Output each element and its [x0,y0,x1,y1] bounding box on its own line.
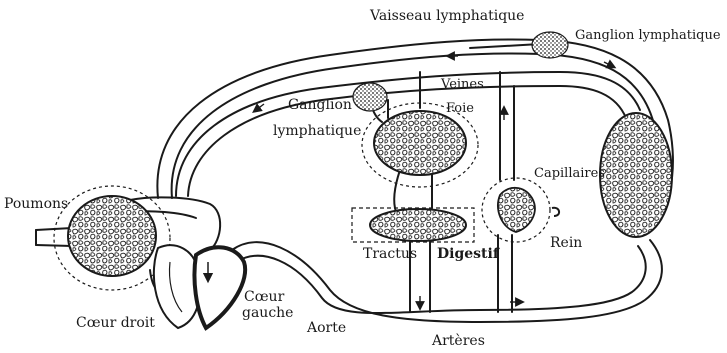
label-veines: Veines [441,78,484,91]
label-foie: Foie [446,102,474,115]
lymph-node-top [532,32,568,58]
label-capillaires: Capillaires [534,167,605,180]
label-poumons: Poumons [4,197,68,211]
lymph-node-liver [353,83,387,111]
label-ganglion-lymphatique-top: Ganglion lymphatique [575,29,721,42]
digestive-tract [352,208,474,242]
label-coeur-droit: Cœur droit [76,316,155,330]
kidney [482,178,559,242]
capillaries-body [600,113,672,237]
label-arteres: Artères [432,334,485,348]
liver-to-gut-left [394,170,400,212]
heart-left [194,247,245,328]
label-coeur: Cœur [244,290,284,304]
label-gauche: gauche [242,306,293,320]
label-rein: Rein [550,236,582,250]
label-tractus: Tractus [363,247,417,261]
label-aorte: Aorte [307,321,346,335]
trachea-top [36,228,72,230]
label-vaisseau-lymphatique: Vaisseau lymphatique [370,9,524,23]
label-digestif: Digestif [437,247,499,261]
label-ganglion: Ganglion [288,98,352,112]
flow-arrow-1 [256,104,264,110]
lungs [54,186,170,290]
label-lymphatique: lymphatique [273,124,361,138]
lymph-branch-top [470,44,540,48]
trachea-bottom [36,245,72,246]
